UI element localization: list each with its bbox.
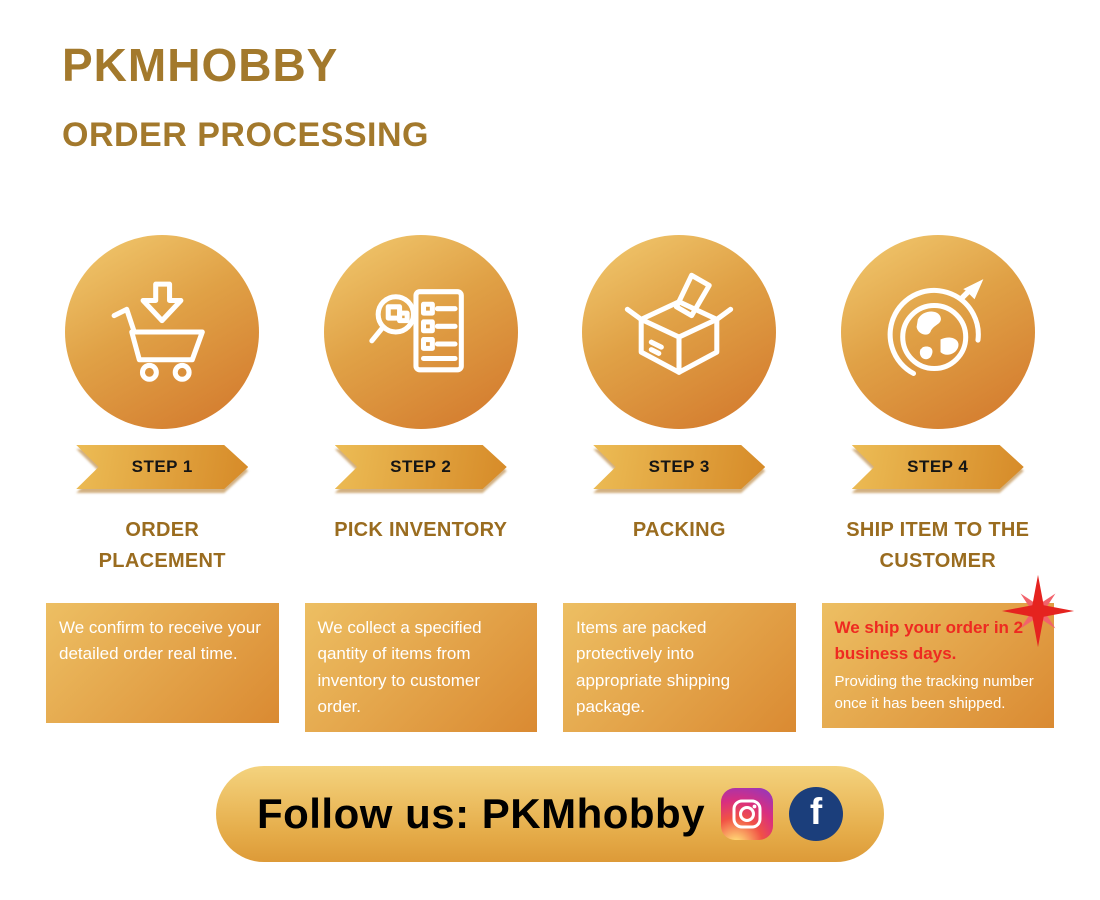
header: PKMHOBBY ORDER PROCESSING bbox=[0, 0, 1100, 155]
step2-label: STEP 2 bbox=[334, 445, 507, 489]
globe-airplane-icon bbox=[887, 279, 984, 382]
step3-description: Items are packed protectively into appro… bbox=[563, 603, 796, 733]
step-column-3: STEP 3 PACKING Items are packed protecti… bbox=[563, 235, 796, 733]
step2-banner: STEP 2 bbox=[334, 445, 507, 489]
step4-title: SHIP ITEM TO THE CUSTOMER bbox=[846, 519, 1030, 572]
step2-circle bbox=[323, 235, 518, 429]
step4-banner: STEP 4 bbox=[851, 445, 1024, 489]
process-steps: STEP 1 ORDER PLACEMENT We confirm to rec… bbox=[0, 235, 1100, 733]
step4-description-highlight: We ship your order in 2 business days. bbox=[834, 618, 1024, 664]
step1-circle bbox=[65, 235, 260, 429]
step1-description: We confirm to receive your detailed orde… bbox=[46, 603, 279, 723]
step4-circle bbox=[840, 235, 1035, 429]
step1-banner: STEP 1 bbox=[76, 445, 249, 489]
step3-label: STEP 3 bbox=[593, 445, 766, 489]
step1-label: STEP 1 bbox=[76, 445, 249, 489]
step-column-2: STEP 2 PICK INVENTORY We collect a speci… bbox=[304, 235, 537, 733]
inventory-checklist-icon bbox=[369, 289, 464, 373]
page-title: ORDER PROCESSING bbox=[62, 116, 429, 154]
step4-description-detail: Providing the tracking number once it ha… bbox=[834, 672, 1034, 713]
instagram-icon[interactable] bbox=[721, 788, 774, 841]
step-column-4: STEP 4 SHIP ITEM TO THE CUSTOMER We ship… bbox=[821, 235, 1075, 732]
cart-download-icon bbox=[111, 281, 206, 382]
step-column-1: STEP 1 ORDER PLACEMENT We confirm to rec… bbox=[46, 235, 279, 732]
follow-us-label: Follow us: PKMhobby bbox=[256, 790, 706, 838]
step4-label: STEP 4 bbox=[851, 445, 1024, 489]
airplane-icon bbox=[957, 279, 984, 302]
step2-description: We collect a specified qantity of items … bbox=[304, 603, 537, 733]
follow-us-banner: Follow us: PKMhobby f bbox=[216, 766, 884, 863]
facebook-icon[interactable]: f bbox=[789, 787, 844, 842]
step1-title: ORDER PLACEMENT bbox=[98, 519, 226, 572]
packing-box-icon bbox=[625, 272, 734, 375]
step2-title: PICK INVENTORY bbox=[334, 519, 508, 541]
step3-title: PACKING bbox=[632, 519, 726, 541]
instagram-camera-glyph bbox=[732, 799, 762, 829]
brand-title: PKMHOBBY bbox=[62, 39, 339, 91]
step3-banner: STEP 3 bbox=[593, 445, 766, 489]
step3-circle bbox=[582, 235, 777, 429]
step4-description: We ship your order in 2 business days. P… bbox=[821, 574, 1075, 728]
